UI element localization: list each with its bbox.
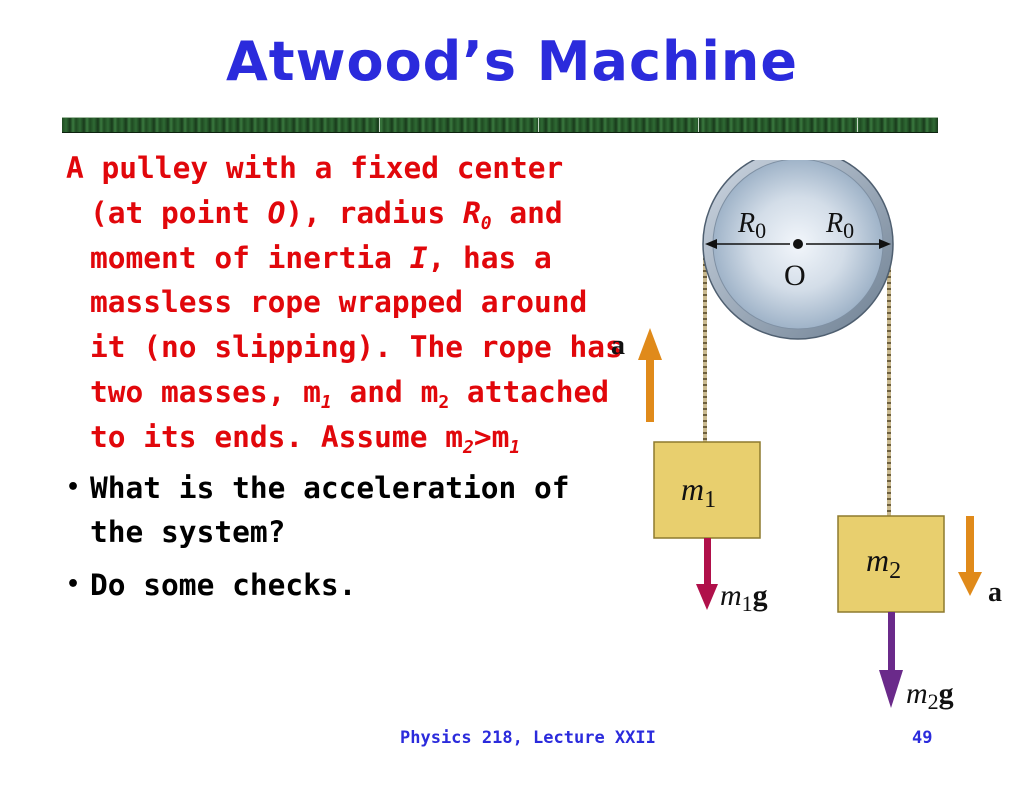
mass1-label: m1 — [681, 471, 716, 513]
bullet-item: • What is the acceleration of the system… — [66, 466, 626, 556]
problem-paragraph: A pulley with a fixed center (at point O… — [66, 146, 626, 460]
divider-segment — [379, 118, 380, 132]
slide-body: A pulley with a fixed center (at point O… — [66, 146, 626, 608]
bullet-text: Do some checks. — [90, 568, 357, 603]
mass1-symbol: m — [303, 374, 321, 409]
accel-right-label: a — [988, 577, 1002, 608]
bullet-dot-icon: • — [66, 572, 81, 598]
radius-subscript: 0 — [480, 212, 492, 234]
accel-right-shaft — [966, 516, 974, 576]
bullet-text: What is the acceleration of the system? — [90, 470, 570, 550]
weight2-arrowhead — [879, 670, 903, 708]
paragraph-text: ), radius — [285, 195, 463, 230]
divider-segment — [857, 118, 858, 132]
assume-m1-subscript: 1 — [509, 436, 521, 458]
weight1-label: m1g — [720, 579, 768, 616]
rope-right — [887, 244, 891, 516]
radius-left-arrowhead — [705, 239, 717, 249]
accel-left-label: a — [611, 330, 625, 361]
accel-right-arrowhead — [958, 572, 982, 596]
divider-segment — [538, 118, 539, 132]
rope-left — [703, 244, 707, 442]
weight2-label: m2g — [906, 677, 954, 714]
radius-symbol: R — [462, 195, 481, 230]
weight2-shaft — [888, 612, 895, 674]
inertia-symbol: I — [409, 240, 428, 275]
divider-segment — [698, 118, 699, 132]
assume-m2-subscript: 2 — [462, 436, 474, 458]
mass2-symbol: m — [420, 374, 439, 409]
assume-m2-symbol: m — [445, 419, 463, 454]
accel-left-shaft — [646, 356, 654, 422]
bullet-dot-icon: • — [66, 474, 81, 500]
greater-than: > — [473, 419, 492, 454]
pulley-center-dot — [793, 239, 803, 249]
paragraph-text: and — [331, 374, 421, 409]
radius-left-label: R0 — [737, 208, 766, 243]
bullet-item: • Do some checks. — [66, 563, 626, 608]
paragraph-text: A pulley with a fixed center (at point — [66, 151, 564, 230]
paragraph-text: , has a massless rope wrapped around it … — [90, 240, 623, 409]
accel-left-arrowhead — [638, 328, 662, 360]
slide-title: Atwood’s Machine — [225, 30, 798, 93]
mass2-subscript: 2 — [438, 391, 450, 413]
mass1-block — [653, 441, 761, 539]
point-o-symbol: O — [267, 195, 286, 230]
weight1-arrowhead — [696, 584, 718, 610]
assume-m1-symbol: m — [491, 419, 510, 454]
atwood-diagram: R0 R0 O m1 m2 a a m1g m2g — [611, 160, 1002, 714]
pulley-center-label: O — [784, 259, 806, 292]
title-divider — [62, 117, 938, 133]
mass1-subscript: 1 — [320, 391, 332, 413]
paragraph-text: attached to its ends. Assume — [90, 374, 610, 454]
mass2-label: m2 — [866, 542, 901, 584]
footer-page-number: 49 — [912, 728, 933, 748]
footer-course: Physics 218, Lecture XXII — [400, 728, 656, 748]
weight1-shaft — [704, 538, 711, 588]
mass2-block — [837, 515, 945, 613]
paragraph-text: and moment of inertia — [90, 195, 563, 275]
radius-right-label: R0 — [825, 208, 854, 243]
radius-right-arrowhead — [879, 239, 891, 249]
